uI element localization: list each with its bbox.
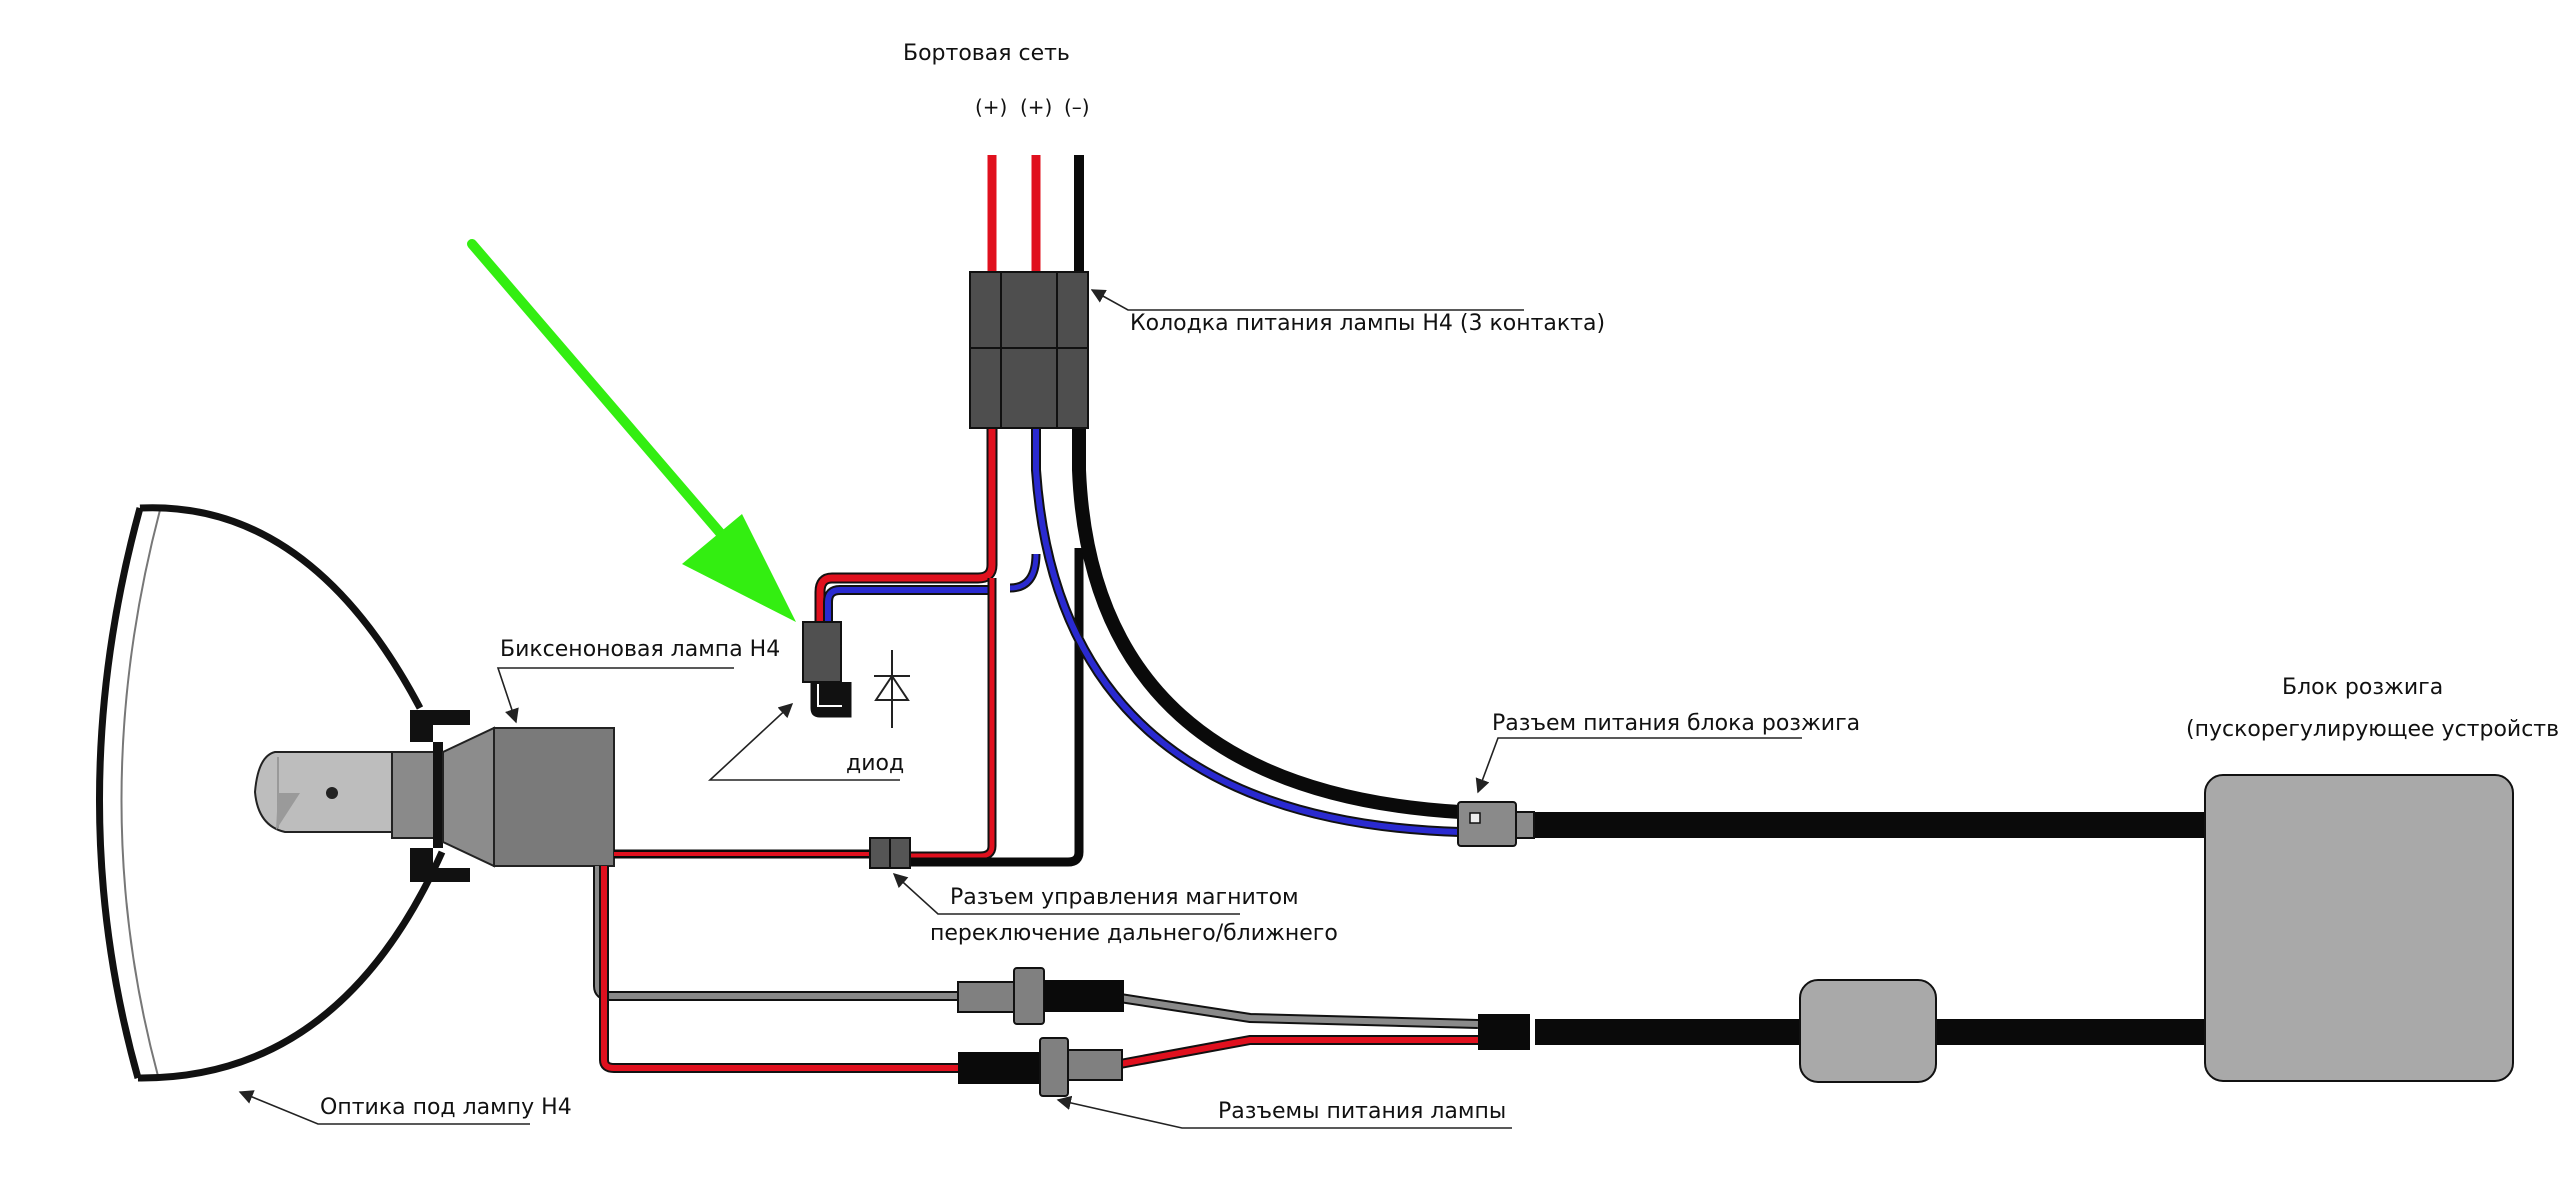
leader-lines	[238, 289, 1802, 1129]
lamp-label: Биксеноновая лампа H4	[500, 637, 780, 662]
h4-connector-label: Колодка питания лампы H4 (3 контакта)	[1130, 311, 1605, 336]
magnet-control-connector	[869, 837, 911, 869]
ballast-unit	[2204, 774, 2514, 1082]
wires	[593, 155, 2205, 1073]
magnet-note: переключение дальнего/ближнего	[930, 921, 1338, 946]
diode-component	[802, 621, 852, 718]
pin-label-2: (+)	[1020, 95, 1052, 119]
h4-power-connector	[969, 271, 1089, 429]
lamp-power-connector-bottom	[958, 1037, 1123, 1097]
pin-label-1: (+)	[975, 95, 1007, 119]
ignition-connector-label: Разъем питания блока розжига	[1492, 711, 1860, 736]
ignition-power-connector	[1457, 801, 1535, 847]
inline-module	[1799, 979, 1937, 1083]
bixenon-lamp	[253, 710, 615, 882]
green-pointer-arrow	[467, 239, 796, 622]
headlight-reflector	[96, 504, 446, 1082]
ballast-subtitle: (пускорегулирующее устройство)	[2186, 717, 2560, 742]
cable-junction	[1478, 1014, 1530, 1050]
supply-title: Бортовая сеть	[903, 41, 1070, 66]
lamp-power-connector-top	[957, 967, 1124, 1025]
magnet-connector-label: Разъем управления магнитом	[950, 885, 1299, 910]
optics-label: Оптика под лампу H4	[320, 1095, 572, 1120]
diode-symbol	[874, 650, 910, 728]
diode-label: диод	[846, 751, 904, 776]
ballast-title: Блок розжига	[2282, 675, 2443, 700]
pin-label-3: (–)	[1064, 95, 1090, 119]
lamp-power-label: Разъемы питания лампы	[1218, 1099, 1506, 1124]
